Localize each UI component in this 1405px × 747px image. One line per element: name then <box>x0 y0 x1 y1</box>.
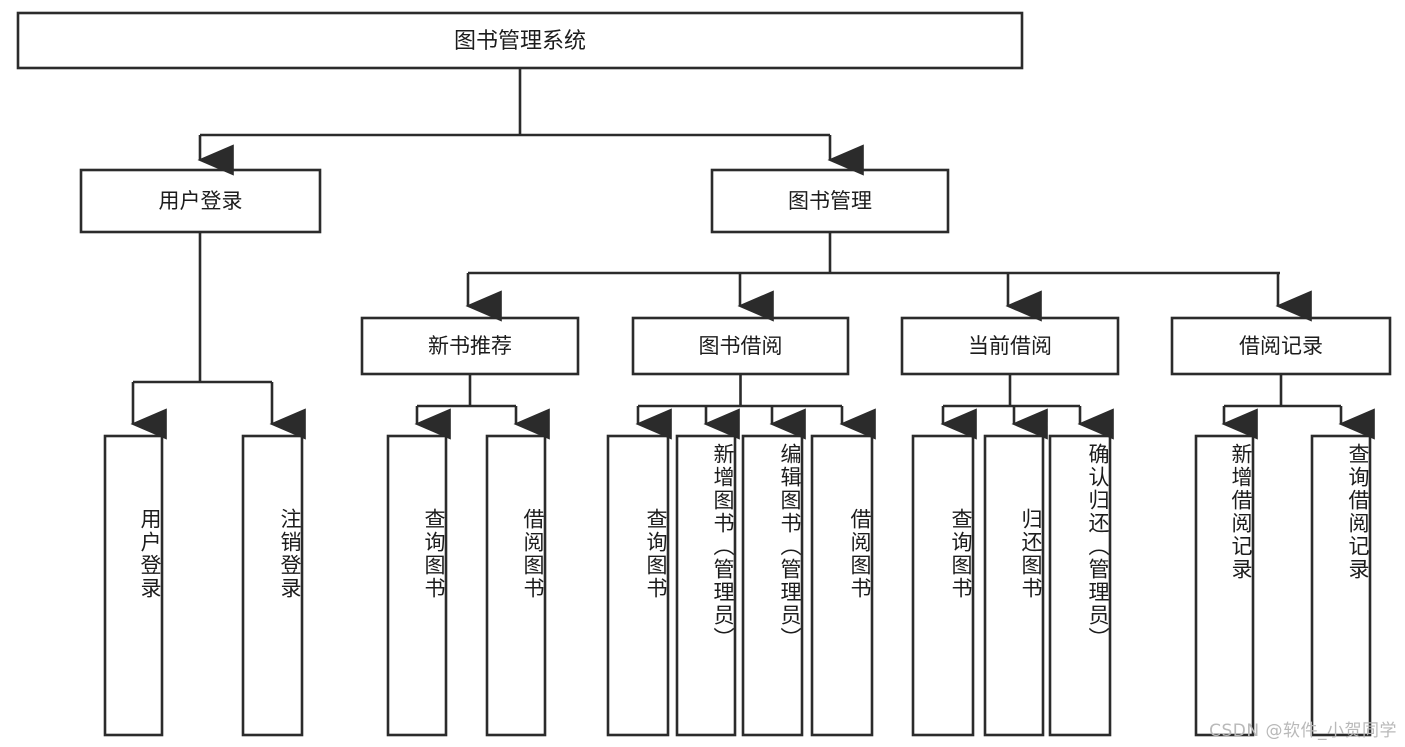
connector-currentborrow-to-leaves <box>940 374 1114 440</box>
node-user-login-box[interactable] <box>79 168 322 234</box>
connector-bookmgmt-to-level3 <box>465 232 1312 322</box>
leaf-box-borrow-book[interactable] <box>810 434 874 737</box>
node-root[interactable]: 图书管理系统 <box>16 11 1024 70</box>
node-borrow-records[interactable]: 借阅记录 <box>1170 316 1392 376</box>
node-user-login[interactable]: 用户登录 <box>79 168 322 234</box>
node-book-borrow[interactable]: 图书借阅 <box>631 316 850 376</box>
node-book-borrow-label: 图书借阅 <box>699 334 783 358</box>
leaf-box-logout[interactable] <box>241 434 304 737</box>
node-book-management-label: 图书管理 <box>788 189 872 213</box>
node-book-management[interactable]: 图书管理 <box>710 168 950 234</box>
leaf-box-return-book[interactable] <box>983 434 1045 737</box>
connector-borrowrecords-to-leaves <box>1221 374 1375 440</box>
connector-root-to-level2 <box>197 68 864 176</box>
node-user-login-label: 用户登录 <box>159 189 243 213</box>
leaf-box-borrow-books-rec[interactable] <box>485 434 547 737</box>
leaf-box-query-books-current[interactable] <box>911 434 975 737</box>
node-borrow-records-label: 借阅记录 <box>1239 334 1323 358</box>
connector-bookborrow-to-leaves <box>635 374 876 440</box>
node-new-book-recommend-box[interactable] <box>360 316 580 376</box>
watermark-text: CSDN @软件_小贺同学 <box>1209 721 1397 741</box>
connector-userlogin-to-leaves <box>130 232 306 440</box>
node-current-borrow[interactable]: 当前借阅 <box>900 316 1120 376</box>
node-root-box[interactable] <box>16 11 1024 70</box>
node-current-borrow-box[interactable] <box>900 316 1120 376</box>
leaf-box-user-login[interactable] <box>103 434 164 737</box>
leaf-box-edit-book-admin[interactable] <box>741 434 804 737</box>
leaf-box-query-borrow-record[interactable] <box>1310 434 1372 737</box>
leaf-box-query-books-rec[interactable] <box>386 434 448 737</box>
node-current-borrow-label: 当前借阅 <box>968 334 1052 358</box>
leaf-box-add-book-admin[interactable] <box>675 434 737 737</box>
node-new-book-recommend-label: 新书推荐 <box>428 334 512 358</box>
connector-newbook-to-leaves <box>414 374 550 440</box>
node-new-book-recommend[interactable]: 新书推荐 <box>360 316 580 376</box>
leaf-box-query-books-borrow[interactable] <box>606 434 670 737</box>
leaf-box-add-borrow-record[interactable] <box>1194 434 1255 737</box>
leaf-box-confirm-return-admin[interactable] <box>1048 434 1112 737</box>
node-root-label: 图书管理系统 <box>454 29 586 54</box>
